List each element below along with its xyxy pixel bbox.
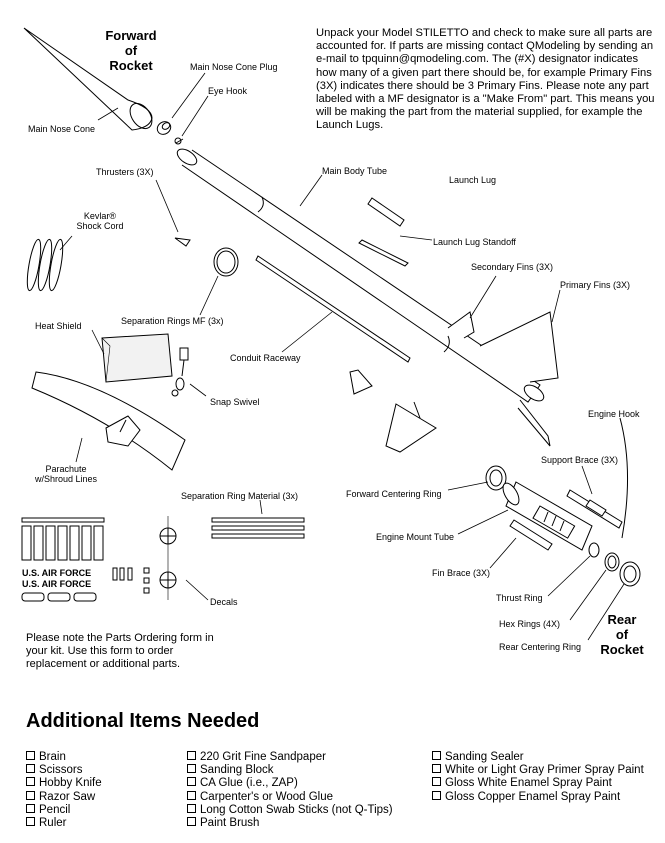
- main-body-tube-drawing: [176, 148, 545, 403]
- checkbox-icon: [187, 777, 196, 787]
- support-brace-drawing: [566, 489, 623, 529]
- list-item: Paint Brush: [187, 817, 393, 830]
- thrust-ring-drawing: [588, 542, 600, 558]
- checkbox-icon: [26, 803, 35, 813]
- parts-ordering-note: Please note the Parts Ordering form in y…: [26, 632, 214, 670]
- list-item: Gloss Copper Enamel Spray Paint: [432, 790, 644, 804]
- list-item: Long Cotton Swab Sticks (not Q-Tips): [187, 803, 393, 817]
- label-support-brace: Support Brace (3X): [541, 455, 619, 465]
- items-column-1: Brain Scissors Hobby Knife Razor Saw Pen…: [26, 751, 102, 830]
- leader-lines: [59, 72, 625, 641]
- secondary-fins-drawing: [447, 311, 475, 339]
- label-launch-lug-standoff: Launch Lug Standoff: [433, 237, 516, 247]
- label-thrusters: Thrusters (3X): [96, 167, 154, 177]
- checkbox-icon: [187, 817, 196, 827]
- shock-cord-drawing: [26, 238, 64, 292]
- list-item: Pencil: [26, 803, 102, 817]
- label-main-body-tube: Main Body Tube: [322, 166, 388, 176]
- label-thrust-ring: Thrust Ring: [496, 593, 543, 603]
- label-snap-swivel: Snap Swivel: [210, 397, 260, 407]
- decal-sheet-drawing: [21, 516, 177, 602]
- nose-cone-plug-drawing: [156, 121, 172, 135]
- checkbox-icon: [432, 764, 441, 774]
- checkbox-icon: [432, 790, 441, 800]
- engine-hook-drawing: [619, 417, 628, 539]
- label-separation-rings: Separation Rings MF (3x): [121, 316, 224, 326]
- checkbox-icon: [26, 764, 35, 774]
- checkbox-icon: [26, 751, 35, 760]
- label-decals: Decals: [210, 597, 238, 607]
- label-eye-hook: Eye Hook: [208, 86, 248, 96]
- forward-of-rocket-label: Forward of Rocket: [105, 28, 157, 73]
- checkbox-icon: [432, 777, 441, 787]
- list-item: Scissors: [26, 764, 102, 777]
- items-column-2: 220 Grit Fine Sandpaper Sanding Block CA…: [187, 751, 393, 830]
- label-primary-fins: Primary Fins (3X): [560, 280, 631, 290]
- decal-text-2: U.S. AIR FORCE: [22, 579, 91, 589]
- label-parachute: Parachute w/Shroud Lines: [34, 464, 98, 484]
- launch-lug-drawing: [367, 197, 405, 227]
- label-forward-centering-ring: Forward Centering Ring: [346, 489, 442, 499]
- list-item: Ruler: [26, 817, 102, 830]
- label-kevlar-shock-cord: Kevlar® Shock Cord: [76, 211, 124, 231]
- checkbox-icon: [187, 790, 196, 800]
- label-secondary-fins: Secondary Fins (3X): [471, 262, 554, 272]
- rear-of-rocket-label: Rear of Rocket: [600, 612, 644, 657]
- list-item: CA Glue (i.e., ZAP): [187, 777, 393, 790]
- rear-centering-ring-drawing: [619, 561, 641, 587]
- label-rear-centering-ring: Rear Centering Ring: [499, 642, 582, 652]
- list-item: White or Light Gray Primer Spray Paint: [432, 764, 644, 777]
- engine-mount-drawing: [502, 481, 593, 551]
- separation-ring-material-drawing: [211, 517, 305, 539]
- label-fin-brace: Fin Brace (3X): [432, 568, 491, 578]
- conduit-raceway-drawing: [255, 255, 411, 363]
- snap-swivel-drawing: [171, 347, 189, 397]
- list-item: Gloss White Enamel Spray Paint: [432, 777, 644, 790]
- label-conduit-raceway: Conduit Raceway: [230, 353, 301, 363]
- list-item: Sanding Sealer: [432, 751, 644, 764]
- checkbox-icon: [26, 777, 35, 787]
- label-main-nose-cone-plug: Main Nose Cone Plug: [190, 62, 278, 72]
- checkbox-icon: [26, 817, 35, 827]
- fin-parts-drawing: [349, 369, 437, 453]
- primary-fins-drawing: [479, 311, 559, 447]
- checkbox-icon: [187, 751, 196, 760]
- label-heat-shield: Heat Shield: [35, 321, 82, 331]
- label-main-nose-cone: Main Nose Cone: [28, 124, 96, 134]
- fin-brace-drawing: [509, 519, 553, 551]
- checkbox-icon: [432, 751, 441, 760]
- list-item: Brain: [26, 751, 102, 764]
- checkbox-icon: [26, 790, 35, 800]
- list-item: Razor Saw: [26, 790, 102, 804]
- thrusters-drawing: [174, 237, 191, 247]
- eye-hook-drawing: [174, 137, 184, 145]
- list-item: 220 Grit Fine Sandpaper: [187, 751, 393, 764]
- additional-items-heading: Additional Items Needed: [26, 710, 260, 732]
- forward-centering-ring-drawing: [485, 465, 507, 491]
- main-nose-cone-drawing: [23, 27, 153, 131]
- label-engine-hook: Engine Hook: [588, 409, 640, 419]
- list-item: Hobby Knife: [26, 777, 102, 790]
- decal-text-1: U.S. AIR FORCE: [22, 568, 91, 578]
- label-engine-mount-tube: Engine Mount Tube: [376, 532, 455, 542]
- label-launch-lug: Launch Lug: [449, 175, 497, 185]
- checkbox-icon: [187, 803, 196, 813]
- intro-paragraph: Unpack your Model STILETTO and check to …: [316, 27, 655, 132]
- checkbox-icon: [187, 764, 196, 774]
- label-separation-ring-material: Separation Ring Material (3x): [181, 491, 299, 501]
- list-item: Sanding Block: [187, 764, 393, 777]
- parachute-drawing: [31, 371, 186, 471]
- heat-shield-drawing: [101, 333, 173, 383]
- separation-ring-drawing: [213, 247, 239, 277]
- label-hex-rings: Hex Rings (4X): [499, 619, 561, 629]
- launch-lug-standoff-drawing: [358, 239, 409, 267]
- list-item: Carpenter's or Wood Glue: [187, 790, 393, 804]
- hex-ring-drawing: [604, 552, 620, 572]
- items-column-3: Sanding Sealer White or Light Gray Prime…: [432, 751, 644, 804]
